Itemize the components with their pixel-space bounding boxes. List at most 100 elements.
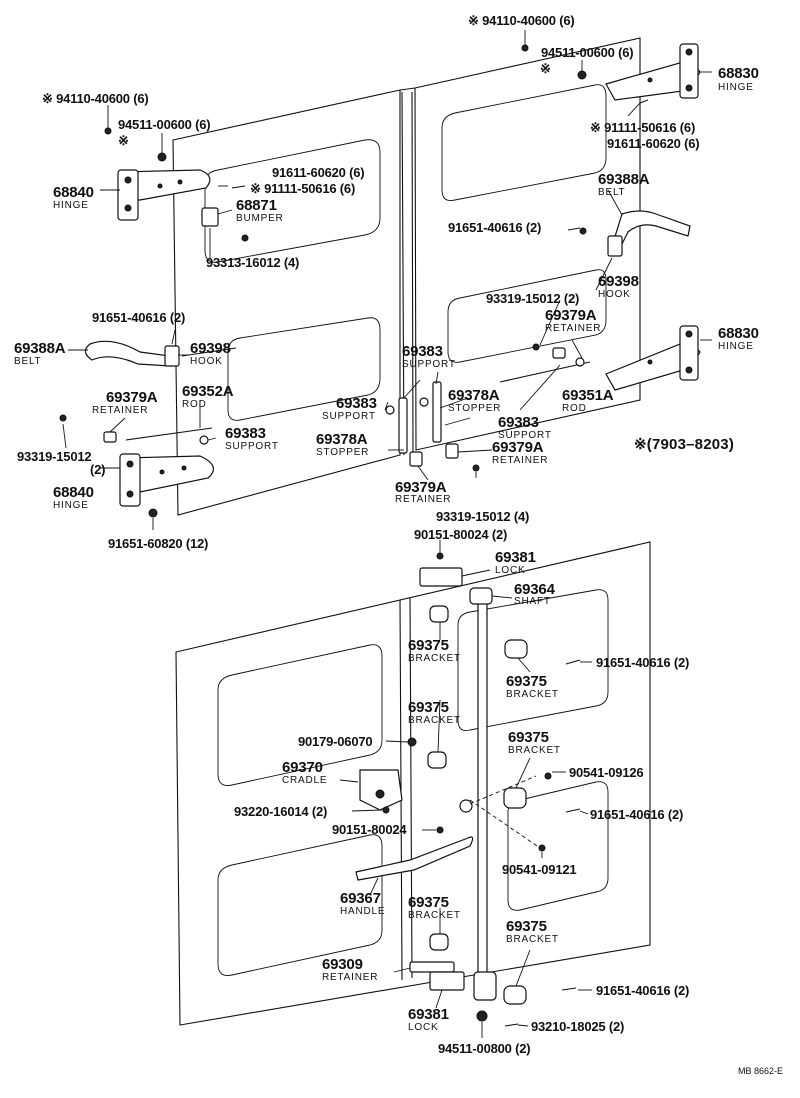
label-69375-b-number: 69375 — [506, 673, 547, 690]
label-69398-right-number: 69398 — [598, 273, 639, 290]
label-90541-09126: 90541-09126 — [569, 765, 644, 780]
label-star-left: ※ — [118, 133, 129, 148]
label-69352A-number: 69352A — [182, 383, 234, 400]
label-69379A-bottom-number: 69379A — [395, 479, 447, 496]
label-69381-top-number: 69381 — [495, 549, 536, 566]
right-door-panel — [414, 37, 641, 451]
label-94110-left: ※ 94110-40600 (6) — [42, 91, 149, 106]
label-69398-left-number: 69398 — [190, 340, 231, 357]
label-68840-bottom-name: HINGE — [53, 500, 89, 511]
hook-69398-right — [607, 235, 623, 257]
label-69375-d-name: BRACKET — [508, 745, 561, 756]
label-69364-name: SHAFT — [514, 596, 551, 607]
label-68830-mid-name: HINGE — [718, 341, 754, 352]
hinge-68830-top — [605, 43, 701, 101]
label-69379A-left-number: 69379A — [106, 389, 158, 406]
label-69352A-name: ROD — [182, 399, 207, 410]
label-69375-a-number: 69375 — [408, 637, 449, 654]
label-93319-bottom: 93319-15012 (4) — [436, 509, 530, 524]
label-star-top: ※ — [540, 61, 551, 76]
label-69375-a-name: BRACKET — [408, 653, 461, 664]
label-69379A-mid-number: 69379A — [545, 307, 597, 324]
label-68840-bottom-number: 68840 — [53, 484, 94, 501]
label-69351A-number: 69351A — [562, 387, 614, 404]
retainer-69309 — [409, 961, 455, 973]
label-69309-number: 69309 — [322, 956, 363, 973]
label-69388A-right-name: BELT — [598, 187, 626, 198]
label-91611-right: 91611-60620 (6) — [607, 136, 700, 151]
label-69375-c-number: 69375 — [408, 699, 449, 716]
label-69375-c-name: BRACKET — [408, 715, 461, 726]
label-69375-f-number: 69375 — [506, 918, 547, 935]
label-69309-name: RETAINER — [322, 972, 379, 983]
lower-left-upper-window — [217, 644, 383, 786]
label-69383-right-name: SUPPORT — [498, 430, 552, 441]
label-69388A-left-number: 69388A — [14, 340, 66, 357]
left-upper-window — [204, 139, 381, 263]
label-69378A-left-name: STOPPER — [316, 447, 370, 458]
label-68830-top-name: HINGE — [718, 82, 754, 93]
label-69381-bottom-name: LOCK — [408, 1022, 439, 1033]
label-91651-right: 91651-40616 (2) — [448, 220, 542, 235]
label-91611-mid: 91611-60620 (6) — [272, 165, 365, 180]
lock-69381-top — [419, 567, 463, 587]
label-68840-top-number: 68840 — [53, 184, 94, 201]
lower-right-upper-window — [457, 589, 609, 731]
label-94511-00800: 94511-00800 (2) — [438, 1041, 531, 1056]
label-69378A-right-number: 69378A — [448, 387, 500, 404]
label-94511-left: 94511-00600 (6) — [118, 117, 211, 132]
shaft-69364 — [477, 599, 488, 979]
label-90151-top: 90151-80024 (2) — [414, 527, 508, 542]
label-69351A-name: ROD — [562, 403, 587, 414]
label-69370-name: CRADLE — [282, 775, 328, 786]
label-91651-lower-1: 91651-40616 (2) — [596, 655, 690, 670]
label-93313: 93313-16012 (4) — [206, 255, 300, 270]
belt-69388A-left — [84, 340, 171, 367]
label-69375-e-number: 69375 — [408, 894, 449, 911]
label-69381-top-name: LOCK — [495, 565, 526, 576]
label-68840-top-name: HINGE — [53, 200, 89, 211]
label-69379A-right-number: 69379A — [492, 439, 544, 456]
right-lower-window — [447, 269, 607, 363]
handle-69367 — [355, 836, 474, 881]
label-69375-e-name: BRACKET — [408, 910, 461, 921]
label-69379A-left-name: RETAINER — [92, 405, 149, 416]
label-94110-top: ※ 94110-40600 (6) — [468, 13, 575, 28]
label-90179: 90179-06070 — [298, 734, 373, 749]
label-69383-bottom-number: 69383 — [225, 425, 266, 442]
label-69381-bottom-number: 69381 — [408, 1006, 449, 1023]
label-69370-number: 69370 — [282, 759, 323, 776]
label-91651-60820: 91651-60820 (12) — [108, 536, 209, 551]
label-94511-top: 94511-00600 (6) — [541, 45, 634, 60]
rod-69351A — [499, 361, 591, 383]
label-69383-right-number: 69383 — [498, 414, 539, 431]
label-91111-mid: ※ 91111-50616 (6) — [250, 181, 356, 196]
label-69383-left-name: SUPPORT — [322, 411, 376, 422]
lower-left-lower-window — [217, 834, 383, 976]
label-69375-f-name: BRACKET — [506, 934, 559, 945]
label-69383-left-number: 69383 — [336, 395, 377, 412]
label-69383-bottom-name: SUPPORT — [225, 441, 279, 452]
label-68830-top-number: 68830 — [718, 65, 759, 82]
label-69378A-left-number: 69378A — [316, 431, 368, 448]
label-69379A-bottom-name: RETAINER — [395, 494, 452, 505]
left-lower-window — [227, 317, 381, 421]
label-93210: 93210-18025 (2) — [531, 1019, 625, 1034]
hinge-68840-bottom — [119, 453, 215, 507]
label-93319-left: 93319-15012 — [17, 449, 92, 464]
lock-69381-bottom — [429, 971, 465, 991]
lower-door-panel — [175, 541, 651, 1026]
label-69398-left-name: HOOK — [190, 356, 223, 367]
right-upper-window — [441, 84, 607, 201]
label-90541-09121: 90541-09121 — [502, 862, 577, 877]
left-door-panel — [172, 89, 401, 516]
label-91651-lower-3: 91651-40616 (2) — [596, 983, 690, 998]
label-date-range-note: ※(7903–8203) — [634, 436, 735, 453]
label-93319-mid: 93319-15012 (2) — [486, 291, 580, 306]
label-69383-top-name: SUPPORT — [402, 359, 456, 370]
hinge-68830-mid — [605, 325, 701, 391]
label-90151-mid: 90151-80024 — [332, 822, 407, 837]
label-69364-number: 69364 — [514, 581, 555, 598]
